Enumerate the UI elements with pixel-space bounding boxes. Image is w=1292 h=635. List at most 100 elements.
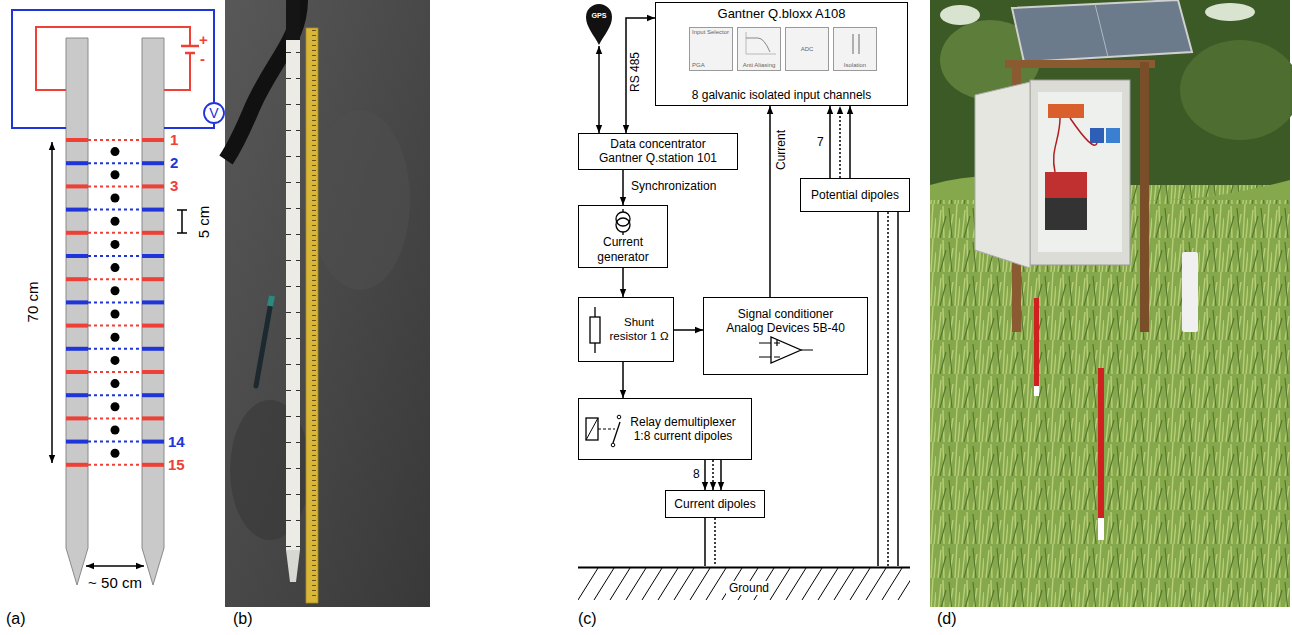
electrode-ring bbox=[142, 393, 164, 397]
current-source-symbol bbox=[622, 209, 623, 235]
connector-label: Synchronization bbox=[630, 180, 717, 193]
electrode-pair-line bbox=[88, 441, 142, 443]
connector bbox=[704, 460, 706, 490]
current-source-symbol bbox=[608, 209, 638, 235]
battery-symbol bbox=[185, 52, 195, 55]
electrode-number: 15 bbox=[168, 457, 185, 474]
electrode-pair-line bbox=[88, 371, 142, 373]
probe-pipe bbox=[1182, 252, 1198, 332]
electrode-ring bbox=[142, 138, 164, 142]
electrode-pair-line bbox=[88, 301, 142, 303]
shunt-resistor-box: Shunt resistor 1 Ω bbox=[578, 297, 674, 362]
relay-symbol bbox=[617, 415, 621, 419]
process-box: Current dipoles bbox=[665, 490, 765, 518]
node-text: V bbox=[209, 105, 218, 122]
measurement-point bbox=[111, 240, 120, 249]
electrode-ring bbox=[142, 440, 164, 444]
electrode-stake bbox=[1098, 368, 1104, 518]
battery-symbol bbox=[181, 45, 199, 48]
electrode-ring bbox=[66, 277, 88, 281]
wooden-frame bbox=[1005, 60, 1155, 68]
electrode-ring bbox=[66, 161, 88, 165]
connector bbox=[626, 18, 655, 133]
electrode-pair-line bbox=[88, 232, 142, 234]
electrode-ring bbox=[142, 161, 164, 165]
connector bbox=[622, 362, 624, 398]
electrode-pair-line bbox=[88, 255, 142, 257]
ground-hatching bbox=[866, 568, 886, 600]
node-text: Potential dipoles bbox=[811, 188, 899, 202]
ground-hatching bbox=[658, 568, 678, 600]
dimension-label: 5 cm bbox=[196, 206, 213, 239]
electrode-pair-line bbox=[88, 417, 142, 419]
field-station-photo bbox=[930, 0, 1292, 607]
connector-label: Current bbox=[775, 129, 788, 171]
dimension-label: 70 cm bbox=[25, 282, 42, 323]
electrode-number: 3 bbox=[170, 178, 178, 195]
electrode-ring bbox=[142, 370, 164, 374]
connector bbox=[598, 46, 600, 133]
electrode-ring bbox=[142, 277, 164, 281]
electrode-pair-line bbox=[88, 209, 142, 211]
amplifier-symbol bbox=[771, 337, 801, 363]
parallel-wire bbox=[712, 460, 714, 490]
electrode-ring bbox=[66, 300, 88, 304]
measurement-point bbox=[111, 217, 120, 226]
enclosure bbox=[1030, 80, 1130, 265]
filter-curve bbox=[746, 38, 770, 52]
block-label: PGA bbox=[692, 62, 705, 69]
relay-box: Relay demultiplexer 1:8 current dipoles bbox=[578, 398, 752, 460]
sky bbox=[940, 5, 980, 25]
map-pin bbox=[584, 2, 614, 46]
parallel-wire bbox=[720, 460, 722, 490]
ground-symbol: Ground bbox=[578, 566, 910, 606]
text-group: Current dipoles bbox=[674, 497, 755, 511]
solar-panel bbox=[1095, 4, 1108, 57]
ground-hatching bbox=[626, 568, 646, 600]
relay-symbol bbox=[613, 422, 620, 443]
block-label: ADC bbox=[801, 46, 814, 53]
ground-hatching bbox=[594, 568, 614, 600]
sky bbox=[1205, 3, 1255, 21]
electrode-pair-line bbox=[88, 464, 142, 466]
dimension-arrow bbox=[86, 565, 144, 567]
block-label: Isolation bbox=[844, 62, 866, 69]
electrode-stake bbox=[1034, 386, 1039, 396]
text-group: Ground bbox=[726, 581, 772, 595]
block-label: Input Selector bbox=[692, 29, 729, 36]
relay-symbol bbox=[582, 404, 624, 454]
panel-letter: (b) bbox=[233, 610, 253, 628]
ground-hatching bbox=[882, 568, 902, 600]
measurement-point bbox=[111, 356, 120, 365]
process-box: Potential dipoles bbox=[800, 178, 910, 212]
node-text: Data concentrator Gantner Q.station 101 bbox=[592, 137, 724, 166]
ground-hatching bbox=[690, 568, 710, 600]
panel-letter: (c) bbox=[578, 610, 597, 628]
electrode-pair-line bbox=[88, 348, 142, 350]
measurement-point bbox=[111, 310, 120, 319]
electrode-ring bbox=[66, 324, 88, 328]
trees bbox=[1180, 40, 1292, 140]
connector-label: 7 bbox=[816, 136, 825, 149]
terminal-block bbox=[1048, 104, 1084, 118]
electrode-rod bbox=[66, 38, 88, 585]
connector bbox=[622, 170, 624, 205]
electrode-ring bbox=[142, 300, 164, 304]
text-group: Signal conditioner Analog Devices 5B-40 bbox=[722, 307, 850, 336]
filter-curve bbox=[746, 32, 776, 54]
parallel-wire bbox=[849, 106, 851, 178]
ground-hatching bbox=[706, 568, 726, 600]
battery bbox=[1045, 198, 1087, 230]
text-group: Current generator bbox=[582, 235, 664, 264]
electrode-ring bbox=[142, 324, 164, 328]
dimension-arrow bbox=[51, 142, 53, 463]
electrode-ring bbox=[142, 254, 164, 258]
amplifier-symbol bbox=[759, 340, 813, 357]
probe-tip bbox=[286, 550, 300, 582]
connector bbox=[829, 106, 831, 178]
isolation-block: Isolation bbox=[833, 27, 877, 71]
enclosure-inside bbox=[1038, 92, 1122, 252]
current-source-symbol bbox=[616, 212, 630, 226]
measurement-point bbox=[111, 170, 120, 179]
electrode-stake bbox=[1034, 298, 1039, 386]
